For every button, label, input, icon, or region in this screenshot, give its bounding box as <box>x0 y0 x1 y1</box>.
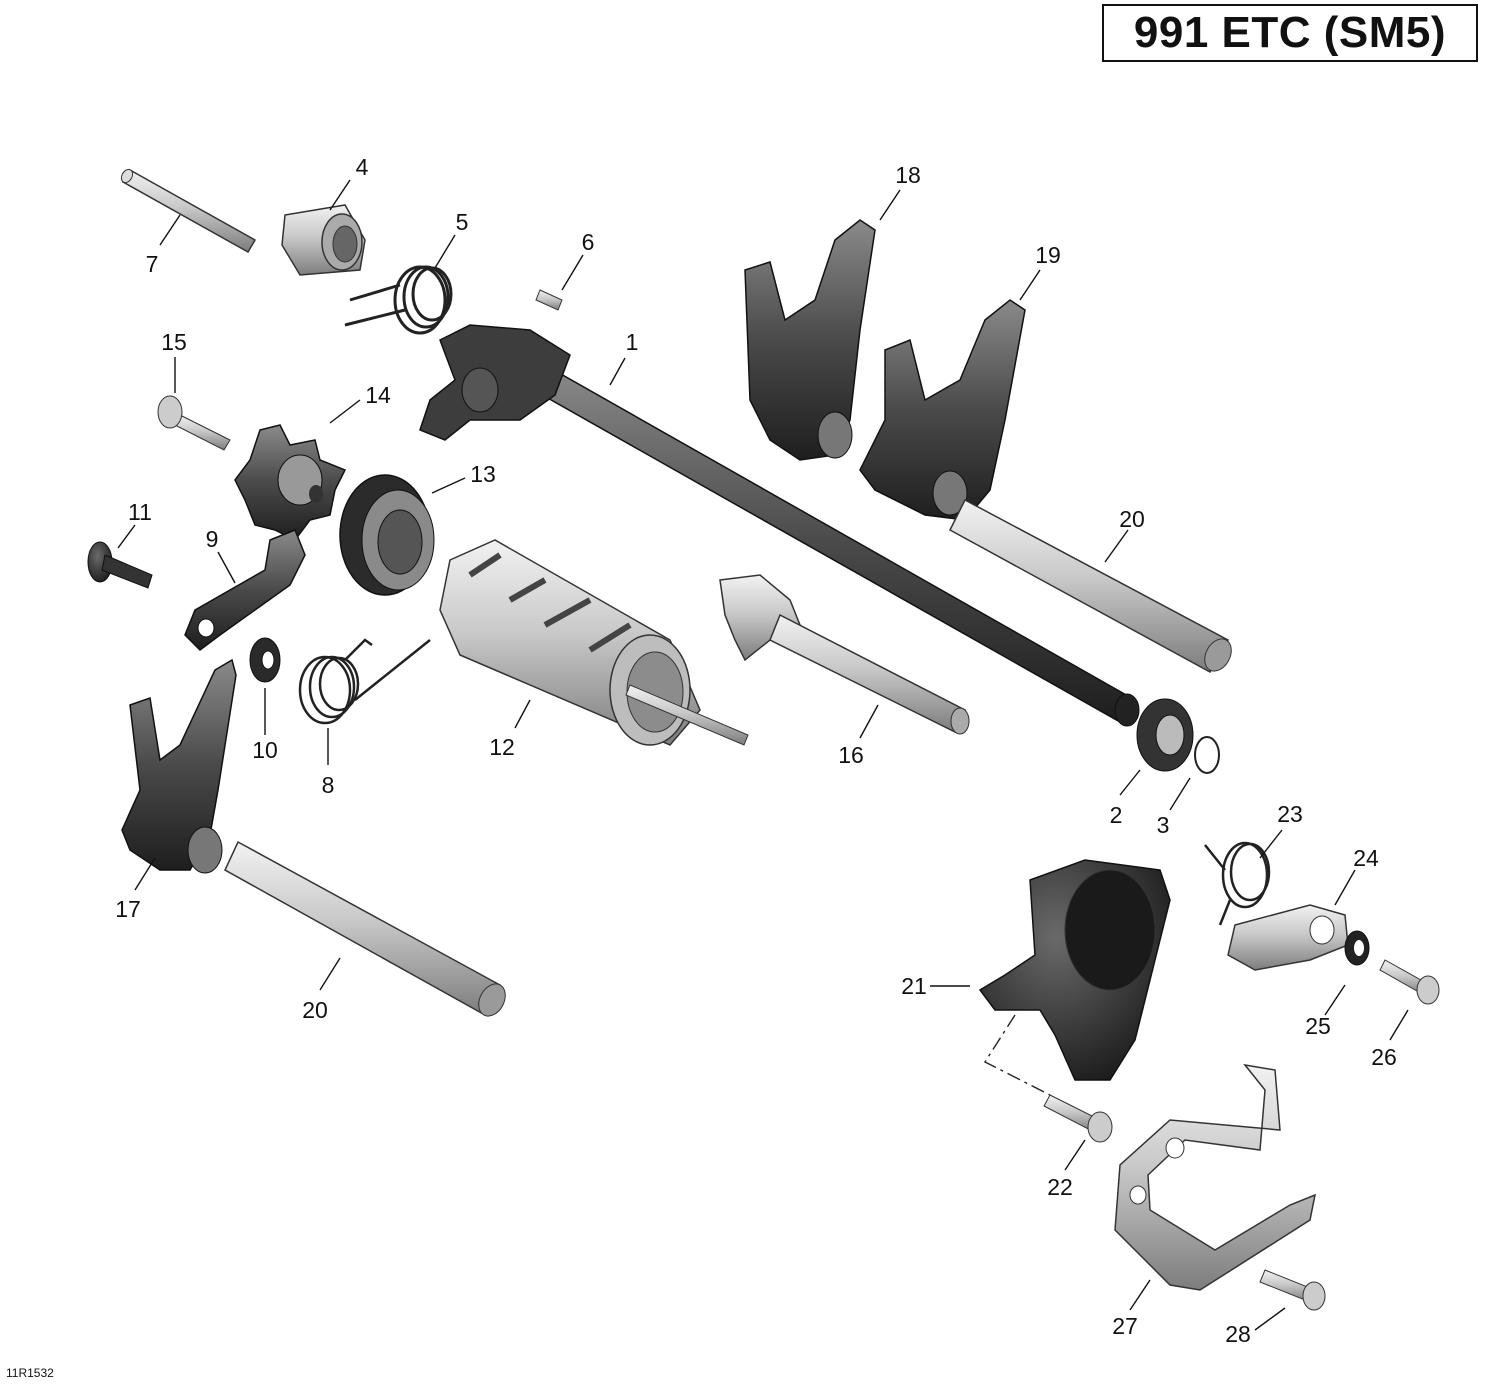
callout-10: 10 <box>252 737 278 763</box>
leader-14 <box>329 399 361 424</box>
part-20-fork-rod-lower <box>224 840 506 1017</box>
part-23-torsion-spring <box>1204 841 1271 926</box>
callout-3: 3 <box>1157 812 1170 838</box>
leader-16 <box>859 704 879 739</box>
callout-8: 8 <box>322 772 335 798</box>
callout-24: 24 <box>1353 845 1379 871</box>
part-4-bushing <box>281 204 366 276</box>
leader-18 <box>879 189 901 221</box>
leader-27 <box>1129 1279 1151 1311</box>
diagram-title: 991 ETC (SM5) <box>1133 8 1447 57</box>
leader-11 <box>117 524 136 549</box>
part-5-torsion-spring <box>344 265 453 335</box>
part-26-bolt <box>1379 959 1440 1005</box>
part-18-shift-fork <box>744 219 876 461</box>
part-9-detent-lever <box>184 529 306 651</box>
part-17-shift-fork <box>121 658 237 874</box>
callout-11: 11 <box>128 499 152 525</box>
callout-26: 26 <box>1371 1044 1397 1070</box>
part-20-fork-rod-upper <box>949 498 1232 674</box>
callout-20-lower: 20 <box>302 997 328 1023</box>
callout-5: 5 <box>456 209 469 235</box>
callout-18: 18 <box>895 162 921 188</box>
part-19-shift-fork <box>859 299 1026 521</box>
leader-20b <box>319 957 341 991</box>
callout-2: 2 <box>1110 802 1123 828</box>
part-22-bolt <box>1043 1094 1113 1143</box>
part-15-bolt <box>157 395 231 451</box>
part-3-circlip <box>1194 736 1220 774</box>
part-13-bearing <box>339 474 435 596</box>
leader-23 <box>1259 829 1283 859</box>
leader-7 <box>159 214 181 246</box>
callout-21: 21 <box>901 973 927 999</box>
part-12-shift-drum <box>439 539 749 746</box>
callout-16: 16 <box>838 742 864 768</box>
part-25-washer <box>1344 930 1370 966</box>
leader-22 <box>1064 1139 1086 1171</box>
leader-6 <box>561 254 584 291</box>
leader-lines <box>117 179 1409 1331</box>
leader-25 <box>1324 984 1346 1016</box>
leader-20a <box>1104 529 1129 563</box>
leader-1 <box>609 357 626 386</box>
leader-5 <box>434 234 456 269</box>
part-16-shift-shaft <box>719 574 970 735</box>
callout-12: 12 <box>489 734 515 760</box>
callout-28: 28 <box>1225 1321 1251 1347</box>
callout-25: 25 <box>1305 1013 1331 1039</box>
leader-26 <box>1389 1009 1409 1041</box>
callout-1: 1 <box>626 329 639 355</box>
callout-9: 9 <box>206 526 219 552</box>
part-28-bolt <box>1259 1269 1326 1311</box>
leader-24 <box>1334 869 1356 906</box>
callout-19: 19 <box>1035 242 1061 268</box>
callout-7: 7 <box>146 251 159 277</box>
leader-9 <box>217 551 236 584</box>
part-10-washer <box>249 637 281 683</box>
part-24-lever <box>1227 904 1349 971</box>
callout-23: 23 <box>1277 801 1303 827</box>
assembly-axis-line <box>983 1014 1051 1096</box>
callout-14: 14 <box>365 382 391 408</box>
leader-4 <box>329 179 351 211</box>
callout-13: 13 <box>470 461 496 487</box>
callout-15: 15 <box>161 329 187 355</box>
part-1-shift-shaft <box>419 324 1140 727</box>
part-11-screw <box>87 541 153 589</box>
leader-28 <box>1254 1307 1286 1331</box>
callout-20-upper: 20 <box>1119 506 1145 532</box>
drawing-code: 11R1532 <box>6 1366 54 1380</box>
callout-17: 17 <box>115 896 141 922</box>
part-14-star-wheel <box>234 424 347 541</box>
part-6-small-pin <box>535 289 563 311</box>
leader-12 <box>514 699 531 729</box>
leader-19 <box>1019 269 1041 301</box>
part-21-position-sensor <box>978 859 1171 1081</box>
part-8-torsion-spring <box>298 638 431 725</box>
part-27-bracket <box>1114 1063 1317 1291</box>
callout-labels: 4 7 5 6 1 18 19 15 14 13 20 11 9 10 8 12… <box>115 154 1397 1347</box>
leader-17 <box>134 857 156 891</box>
leader-2 <box>1119 769 1141 796</box>
part-7-pin <box>120 168 257 254</box>
leader-13 <box>431 477 466 494</box>
part-2-oil-seal <box>1136 698 1194 772</box>
callout-27: 27 <box>1112 1313 1138 1339</box>
leader-3 <box>1169 777 1191 811</box>
callout-22: 22 <box>1047 1174 1073 1200</box>
callout-6: 6 <box>582 229 595 255</box>
diagram-title-box: 991 ETC (SM5) <box>1102 4 1478 62</box>
callout-4: 4 <box>356 154 369 180</box>
